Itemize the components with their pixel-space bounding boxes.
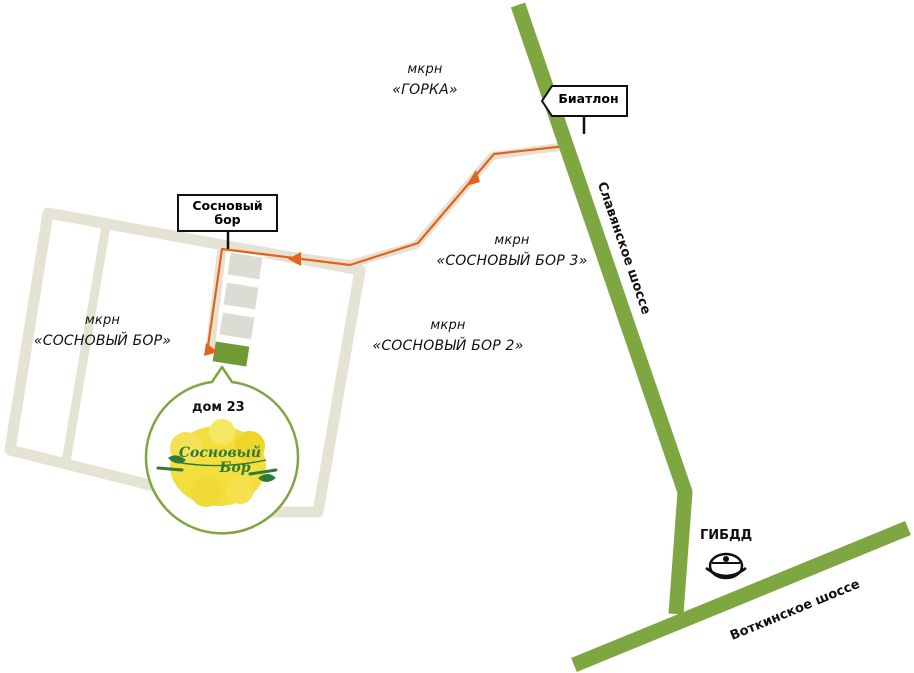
district-label-sosnovy-bor-3: мкрн «СОСНОВЫЙ БОР 3»: [432, 233, 592, 269]
police-cap-icon: [705, 552, 747, 580]
district-prefix: мкрн: [407, 62, 443, 77]
logo-illustration: [156, 419, 278, 507]
target-building: [212, 341, 250, 367]
house-number-label: дом 23: [192, 400, 245, 415]
district-prefix: мкрн: [84, 313, 121, 328]
logo-text-line2: Бор: [219, 460, 251, 476]
district-name: «СОСНОВЫЙ БОР 2»: [372, 338, 524, 354]
block-inner-line: [61, 225, 111, 463]
sign-biatlon-shape: [540, 85, 628, 117]
district-name: «СОСНОВЫЙ БОР 3»: [436, 253, 588, 269]
district-prefix: мкрн: [430, 318, 466, 333]
sign-sosnovy-bor-line2: бор: [214, 212, 241, 227]
logo-text-line1: Сосновый: [178, 445, 262, 461]
district-label-gorka: мкрн «ГОРКА»: [380, 62, 470, 98]
logo-text: Сосновый Бор: [170, 446, 270, 476]
district-name: «СОСНОВЫЙ БОР»: [33, 333, 172, 349]
district-name: «ГОРКА»: [392, 82, 458, 98]
route-line: [206, 144, 567, 347]
sign-biatlon: Биатлон: [552, 88, 625, 114]
sign-sosnovy-bor: Сосновый бор: [177, 194, 278, 232]
district-prefix: мкрн: [494, 233, 530, 248]
building: [225, 250, 265, 282]
sign-sosnovy-bor-line1: Сосновый: [192, 198, 263, 213]
road-votkinskoe: [571, 521, 911, 672]
building: [221, 280, 261, 312]
district-label-sosnovy-bor: мкрн «СОСНОВЫЙ БОР»: [30, 313, 175, 349]
route-arrow: [466, 170, 480, 186]
sign-biatlon-text: Биатлон: [558, 91, 619, 106]
building: [217, 310, 257, 342]
route-arrow: [288, 252, 301, 266]
police-label: ГИБДД: [700, 528, 753, 543]
route-arrow: [204, 343, 218, 356]
district-label-sosnovy-bor-2: мкрн «СОСНОВЫЙ БОР 2»: [368, 318, 528, 354]
road-slavyanskoe: [510, 2, 693, 615]
